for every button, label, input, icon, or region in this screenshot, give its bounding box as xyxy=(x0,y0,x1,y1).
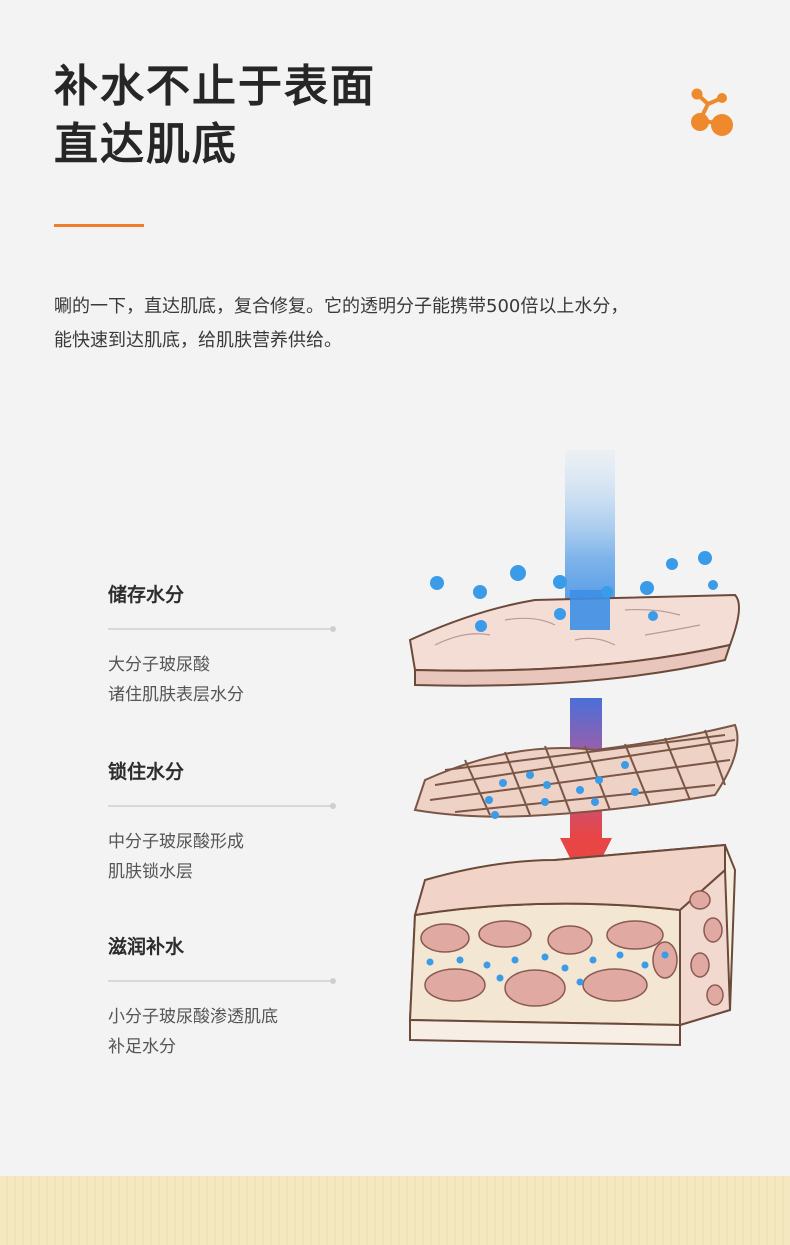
feature-title: 储存水分 xyxy=(108,584,185,606)
feature-divider xyxy=(108,978,336,984)
feature-desc: 中分子玻尿酸形成 肌肤锁水层 xyxy=(108,827,333,887)
feature-divider xyxy=(108,803,336,809)
feature-title: 锁住水分 xyxy=(108,761,185,783)
feature-moisturize: 滋润补水 小分子玻尿酸渗透肌底 补足水分 xyxy=(108,934,336,1062)
accent-divider xyxy=(54,224,144,227)
intro-line-1: 唰的一下，直达肌底，复合修复。它的透明分子能携带500倍以上水分， xyxy=(54,296,629,317)
feature-lock-water: 锁住水分 中分子玻尿酸形成 肌肤锁水层 xyxy=(108,759,336,887)
intro-line-2: 能快速到达肌底，给肌肤营养供给。 xyxy=(54,330,342,351)
page-title: 补水不止于表面 直达肌底 xyxy=(54,58,376,174)
feature-desc-line: 中分子玻尿酸形成 xyxy=(108,832,244,852)
intro-text: 唰的一下，直达肌底，复合修复。它的透明分子能携带500倍以上水分， 能快速到达肌… xyxy=(54,290,754,358)
feature-desc-line: 补足水分 xyxy=(108,1037,176,1057)
feature-desc-line: 肌肤锁水层 xyxy=(108,862,193,882)
feature-store-water: 储存水分 大分子玻尿酸 诸住肌肤表层水分 xyxy=(108,582,336,710)
feature-desc-line: 小分子玻尿酸渗透肌底 xyxy=(108,1007,278,1027)
feature-title: 滋润补水 xyxy=(108,936,185,958)
skin-bottom-block xyxy=(408,843,737,1047)
bottom-band xyxy=(0,1176,790,1245)
molecule-icon xyxy=(691,88,733,136)
skin-top-layer xyxy=(408,590,740,687)
skin-middle-mesh xyxy=(413,723,739,819)
skin-layers-illustration xyxy=(408,450,740,1047)
feature-desc: 大分子玻尿酸 诸住肌肤表层水分 xyxy=(108,650,333,710)
feature-desc: 小分子玻尿酸渗透肌底 补足水分 xyxy=(108,1002,333,1062)
feature-divider xyxy=(108,626,336,632)
title-line-1: 补水不止于表面 xyxy=(54,61,376,112)
water-drops-top xyxy=(430,551,718,632)
feature-desc-line: 大分子玻尿酸 xyxy=(108,655,210,675)
feature-desc-line: 诸住肌肤表层水分 xyxy=(108,685,244,705)
title-line-2: 直达肌底 xyxy=(54,119,238,170)
